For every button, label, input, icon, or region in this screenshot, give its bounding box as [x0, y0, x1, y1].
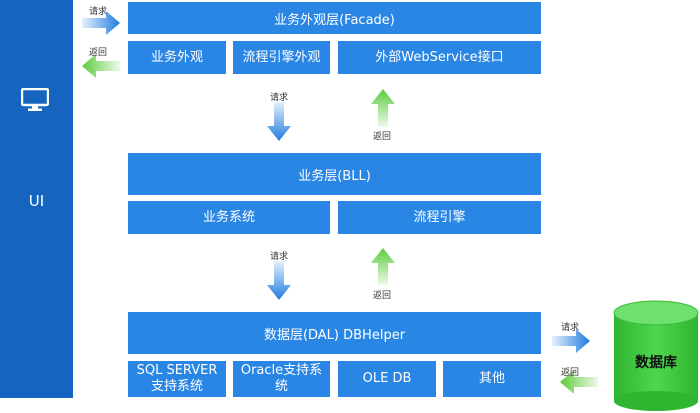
bll-layer-title: 业务层(BLL) [128, 153, 541, 195]
database-icon [613, 300, 699, 411]
label-request-bll-dal: 请求 [270, 252, 289, 262]
label-request-ui: 请求 [89, 7, 108, 17]
label-request-facade-bll: 请求 [270, 93, 289, 103]
return-arrow-db-to-dal [560, 370, 598, 394]
label-return-db-dal: 返回 [561, 368, 580, 378]
dal-layer-title: 数据层(DAL) DBHelper [128, 312, 541, 354]
label-return-dal-bll: 返回 [373, 291, 392, 301]
request-arrow-dal-to-db [552, 329, 590, 353]
facade-cell-workflow: 流程引擎外观 [233, 41, 330, 74]
ui-panel: UI [0, 0, 73, 398]
request-arrow-facade-to-bll [267, 102, 291, 141]
facade-layer-title: 业务外观层(Facade) [128, 2, 541, 34]
facade-cell-business: 业务外观 [128, 41, 226, 74]
ui-label: UI [28, 192, 45, 210]
facade-cell-webservice: 外部WebService接口 [338, 41, 541, 74]
return-arrow-bll-to-facade [371, 89, 395, 127]
request-arrow-ui-to-facade [82, 11, 120, 35]
monitor-icon [21, 88, 49, 111]
bll-cell-business-system: 业务系统 [128, 201, 330, 234]
dal-cell-oledb: OLE DB [338, 361, 436, 397]
dal-cell-sqlserver: SQL SERVER 支持系统 [128, 361, 226, 397]
label-return-ui: 返回 [89, 48, 108, 58]
request-arrow-bll-to-dal [267, 261, 291, 300]
bll-cell-workflow-engine: 流程引擎 [338, 201, 541, 234]
database-label: 数据库 [635, 355, 677, 371]
label-return-bll-facade: 返回 [373, 132, 392, 142]
dal-cell-oracle: Oracle支持系 统 [233, 361, 330, 397]
return-arrow-facade-to-ui [82, 54, 120, 78]
return-arrow-dal-to-bll [371, 248, 395, 285]
label-request-dal-db: 请求 [561, 323, 580, 333]
dal-cell-other: 其他 [443, 361, 541, 397]
